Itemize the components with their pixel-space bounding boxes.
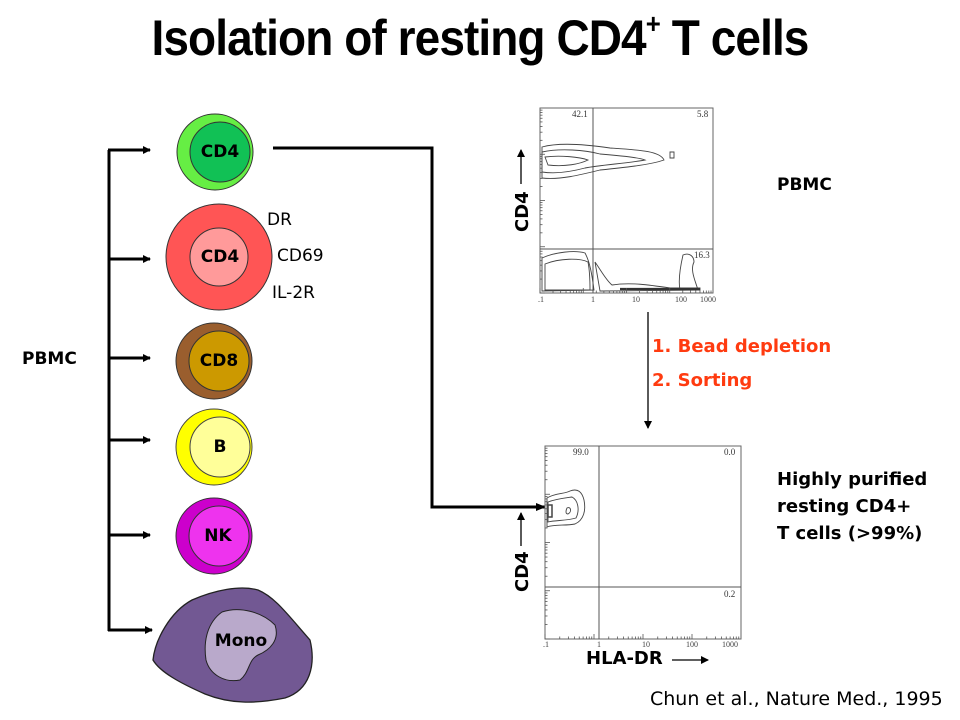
pbmc-source-label: PBMC [22, 349, 77, 369]
plot-frame [544, 445, 742, 640]
cell-nucleus [188, 505, 250, 567]
y-axis-text: CD4 [512, 551, 533, 592]
x-tick: .1 [538, 295, 544, 304]
cell-mono [152, 587, 313, 703]
caption-line: resting CD4+ [777, 496, 912, 517]
cell-label-cd4-resting: CD4 [200, 142, 240, 162]
connector-arrow-resting-cd4 [273, 146, 546, 511]
title-text: Isolation of resting CD4 [151, 10, 647, 66]
cell-cd4-activated [165, 203, 273, 311]
step-bead-depletion: 1. Bead depletion [652, 336, 832, 357]
cell-label-cd8: CD8 [199, 351, 239, 371]
x-tick: .1 [543, 640, 549, 649]
x-axis-label-hla-dr: HLA-DR [586, 648, 663, 669]
marker-il2r: IL-2R [272, 283, 315, 303]
cell-label-b: B [213, 437, 227, 457]
step-sorting: 2. Sorting [652, 370, 753, 391]
quadrant-upper-left: 42.1 [572, 109, 588, 119]
quadrant-upper-right: 5.8 [697, 109, 709, 119]
contour-population-cd4 [541, 143, 675, 179]
caption-line: Highly purified [777, 469, 928, 490]
cell-nucleus [189, 227, 249, 287]
citation: Chun et al., Nature Med., 1995 [650, 688, 943, 710]
cell-label-mono: Mono [214, 631, 268, 651]
quadrant-lower-right: 0.2 [724, 589, 735, 599]
x-tick: 1 [591, 295, 595, 304]
axis-ticks [544, 447, 740, 640]
flow-plot-pbmc: 42.1 5.8 16.3 .1 1 10 100 1000 [538, 107, 716, 304]
x-tick: 1000 [700, 295, 716, 304]
cell-label-nk: NK [204, 526, 232, 546]
x-tick: 100 [686, 640, 698, 649]
contour-population-cd4 [546, 489, 586, 528]
marker-dr: DR [267, 210, 292, 230]
cell-nucleus [189, 416, 251, 478]
cell-nucleus [188, 330, 250, 392]
cell-nk [175, 497, 253, 575]
marker-cd69: CD69 [277, 246, 324, 266]
cell-nucleus [189, 121, 251, 183]
slide-title: Isolation of resting CD4+ T cells [38, 8, 921, 67]
cell-label-cd4-activated: CD4 [200, 247, 240, 267]
quadrant-upper-right: 0.0 [724, 447, 736, 457]
plot-frame [539, 107, 714, 294]
cell-nucleus [204, 609, 277, 682]
x-tick: 1 [597, 640, 601, 649]
flow-plot-purified: 99.0 0.0 0.2 .1 1 10 100 1000 [543, 445, 742, 649]
title-tail: T cells [659, 10, 810, 66]
quadrant-lower-right: 16.3 [694, 250, 710, 260]
purified-plot-caption: Highly purified resting CD4+ T cells (>9… [777, 466, 927, 547]
pbmc-plot-caption: PBMC [777, 175, 832, 195]
y-axis-text: CD4 [512, 191, 533, 232]
axis-ticks [539, 109, 712, 294]
title-superscript: + [645, 8, 661, 39]
cell-cd8 [175, 322, 253, 400]
quadrant-upper-left: 99.0 [573, 447, 589, 457]
y-axis-label-pbmc: CD4 [512, 149, 533, 232]
x-tick: 1000 [722, 640, 738, 649]
cell-cd4-resting [176, 113, 254, 191]
x-tick: 10 [632, 295, 640, 304]
pbmc-bracket [107, 146, 153, 634]
cell-b [175, 408, 253, 486]
x-tick: 10 [642, 640, 650, 649]
y-axis-label-purified: CD4 [512, 512, 533, 592]
caption-line: T cells (>99%) [777, 523, 923, 544]
x-tick: 100 [675, 295, 687, 304]
